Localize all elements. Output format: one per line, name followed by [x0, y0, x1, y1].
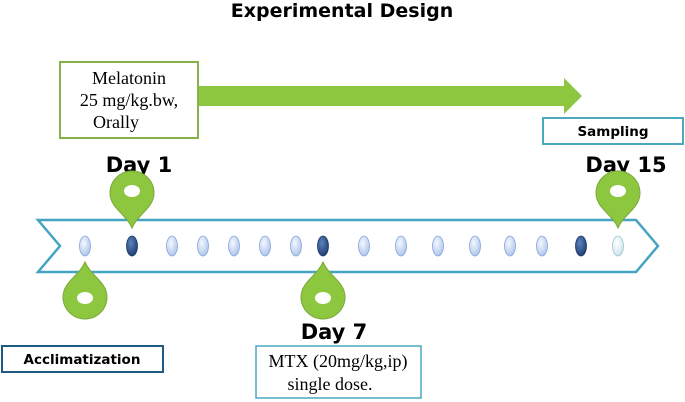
acclimatization-pin-icon	[62, 260, 108, 320]
acclimatization-box: Acclimatization	[1, 345, 164, 373]
timeline-oval	[358, 235, 370, 257]
timeline-oval	[432, 235, 444, 257]
day-7-pin-icon	[300, 260, 346, 320]
mtx-box: MTX (20mg/kg,ip) single dose.	[255, 345, 422, 399]
treatment-arrow	[198, 78, 582, 114]
timeline-oval	[536, 235, 548, 257]
sampling-box: Sampling	[542, 117, 684, 145]
treatment-line-3: Orally	[93, 112, 139, 132]
timeline-oval	[395, 235, 407, 257]
timeline-ovals	[79, 235, 624, 257]
timeline-oval	[575, 235, 587, 257]
acclimatization-label: Acclimatization	[24, 352, 141, 368]
timeline-oval	[197, 235, 209, 257]
timeline-oval	[259, 235, 271, 257]
timeline-oval	[290, 235, 302, 257]
mtx-line-2: single dose.	[288, 374, 373, 394]
timeline-oval	[317, 235, 329, 257]
timeline-band	[35, 218, 660, 274]
sampling-label: Sampling	[577, 124, 648, 140]
timeline-oval	[166, 235, 178, 257]
timeline-oval	[79, 235, 91, 257]
timeline-oval	[126, 235, 138, 257]
day-7-label: Day 7	[301, 320, 368, 344]
diagram-title: Experimental Design	[231, 0, 453, 22]
timeline-oval	[228, 235, 240, 257]
timeline-oval	[612, 235, 624, 257]
timeline-oval	[504, 235, 516, 257]
day-1-pin-icon	[109, 170, 155, 230]
mtx-line-1: MTX (20mg/kg,ip)	[269, 351, 408, 372]
day-15-pin-icon	[595, 170, 641, 230]
treatment-line-2: 25 mg/kg.bw,	[80, 90, 178, 110]
treatment-line-1: Melatonin	[92, 68, 166, 88]
timeline-oval	[469, 235, 481, 257]
treatment-box: Melatonin 25 mg/kg.bw, Orally	[59, 61, 199, 139]
